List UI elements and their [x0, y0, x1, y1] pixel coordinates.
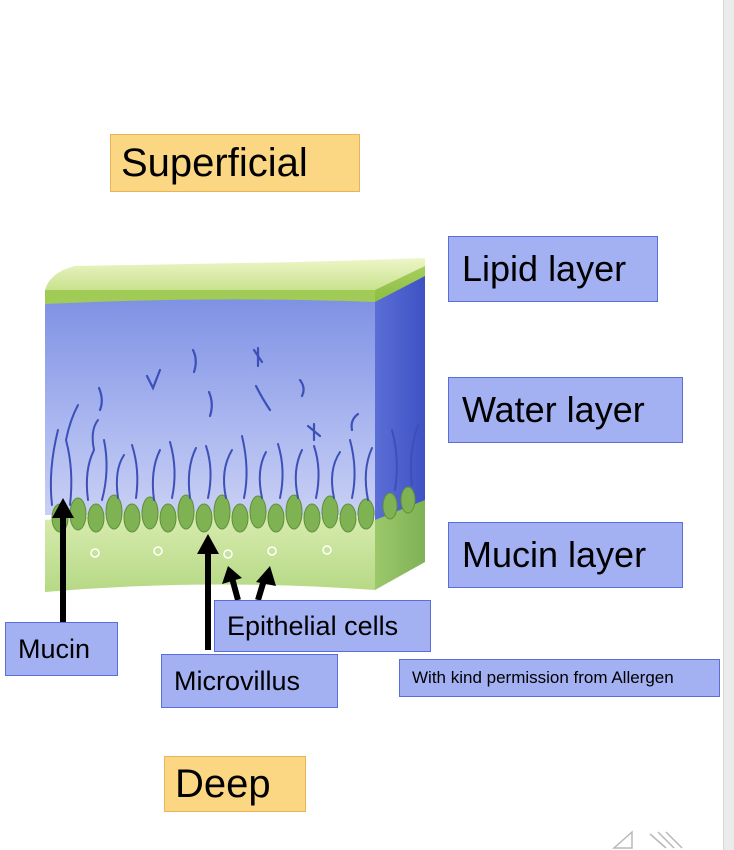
slide-navigation — [612, 830, 683, 849]
water-layer-label: Water layer — [448, 377, 683, 443]
lipid-layer-front — [45, 290, 375, 304]
lipid-layer-text: Lipid layer — [462, 248, 627, 289]
credit-text: With kind permission from Allergen — [412, 668, 674, 687]
epithelial-cells-text: Epithelial cells — [227, 610, 399, 641]
credit-label: With kind permission from Allergen — [399, 659, 720, 697]
next-slide-icon[interactable] — [649, 831, 683, 849]
microvillus-label: Microvillus — [161, 654, 338, 708]
pointer-arrows — [52, 498, 276, 650]
microvillus-text: Microvillus — [174, 665, 301, 696]
superficial-label: Superficial — [110, 134, 360, 192]
deep-text: Deep — [175, 761, 271, 806]
mucin-layer-label: Mucin layer — [448, 522, 683, 588]
mucin-strands — [49, 404, 419, 506]
deep-label: Deep — [164, 756, 306, 812]
epithelial-cells-label: Epithelial cells — [214, 600, 431, 652]
water-layer-text: Water layer — [462, 389, 645, 430]
mucin-text: Mucin — [18, 633, 91, 664]
mucin-label: Mucin — [5, 622, 118, 676]
previous-slide-icon[interactable] — [612, 830, 633, 849]
floating-mucin — [97, 346, 360, 442]
lipid-layer-label: Lipid layer — [448, 236, 658, 302]
lipid-layer-side — [375, 266, 425, 302]
vertical-scrollbar[interactable] — [723, 0, 734, 850]
epithelium-side — [375, 500, 425, 590]
mucin-layer-text: Mucin layer — [462, 534, 647, 575]
lipid-layer-top — [45, 258, 425, 292]
epithelial-nuclei — [90, 545, 332, 559]
water-layer-side — [375, 268, 425, 530]
superficial-text: Superficial — [121, 140, 308, 185]
water-layer-face — [45, 292, 375, 515]
